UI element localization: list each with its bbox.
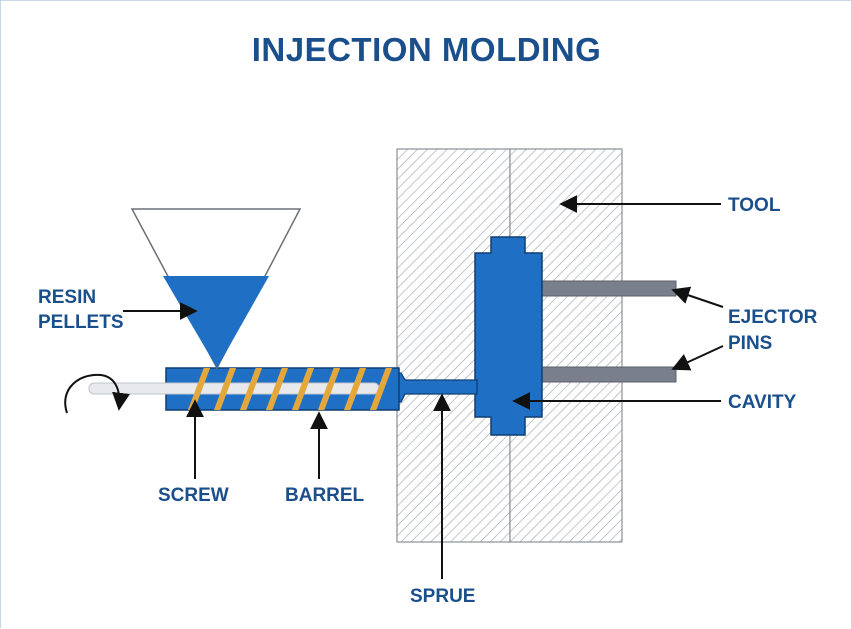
label-tool: TOOL [728, 195, 781, 216]
label-cavity: CAVITY [728, 392, 797, 413]
ejector-arrow-bottom [671, 345, 724, 371]
label-ejector-line1: EJECTOR [728, 307, 818, 328]
label-ejector-line2: PINS [728, 333, 772, 354]
label-resin-line1: RESIN [38, 287, 96, 308]
label-resin-line2: PELLETS [38, 312, 124, 333]
label-sprue: SPRUE [410, 586, 475, 607]
ejector-pin-bottom [540, 366, 677, 383]
label-barrel: BARREL [285, 485, 365, 506]
cavity [474, 236, 543, 436]
label-screw: SCREW [158, 485, 229, 506]
ejector-arrow-top [671, 286, 724, 308]
rotation-arrow-icon [64, 373, 130, 414]
resin-pellets-fill [163, 276, 269, 368]
diagram-title: INJECTION MOLDING [251, 31, 602, 68]
ejector-pin-top [540, 280, 677, 297]
screw-shaft [88, 382, 380, 395]
